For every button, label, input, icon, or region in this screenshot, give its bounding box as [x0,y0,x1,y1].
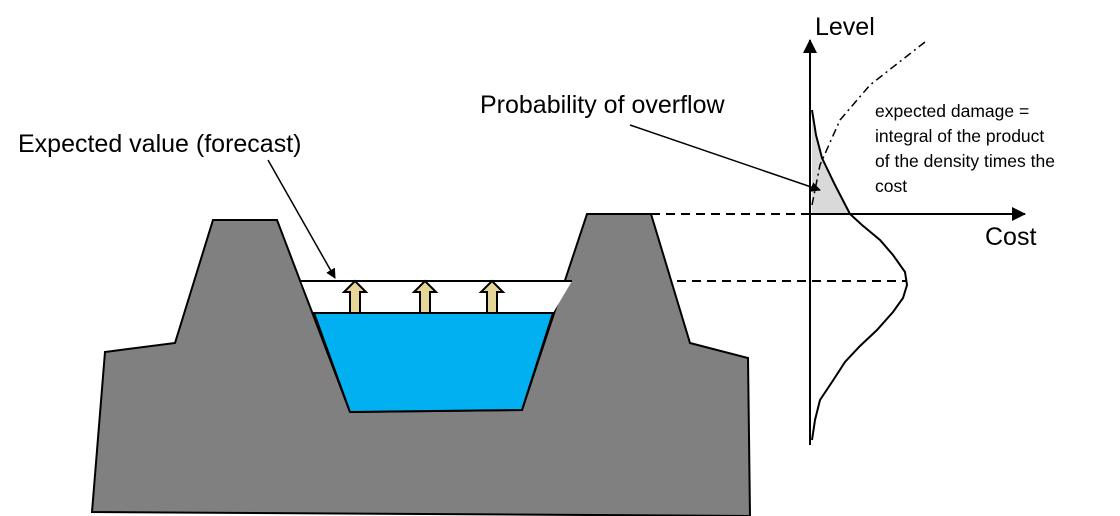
overflow-probability-area [812,110,850,214]
up-arrow-icon [478,279,506,314]
probability-pointer [629,124,821,192]
annotation-line: cost [875,176,907,196]
expected-value-label: Expected value (forecast) [18,130,301,158]
up-arrow-icon [411,279,439,314]
annotation-line: integral of the product [875,126,1044,146]
rise-arrows [341,279,506,314]
forecast-pointer [267,159,336,279]
channel-air [301,281,572,313]
up-arrow-icon [341,279,369,314]
annotation-line: expected damage = [875,101,1029,121]
water [312,312,555,414]
density-curve [811,109,909,441]
annotation-line: of the density times the [875,151,1055,171]
cost-curve [811,41,926,206]
level-axis-label: Level [815,13,875,41]
cost-axis-label: Cost [985,223,1036,251]
probability-label: Probability of overflow [480,91,726,119]
